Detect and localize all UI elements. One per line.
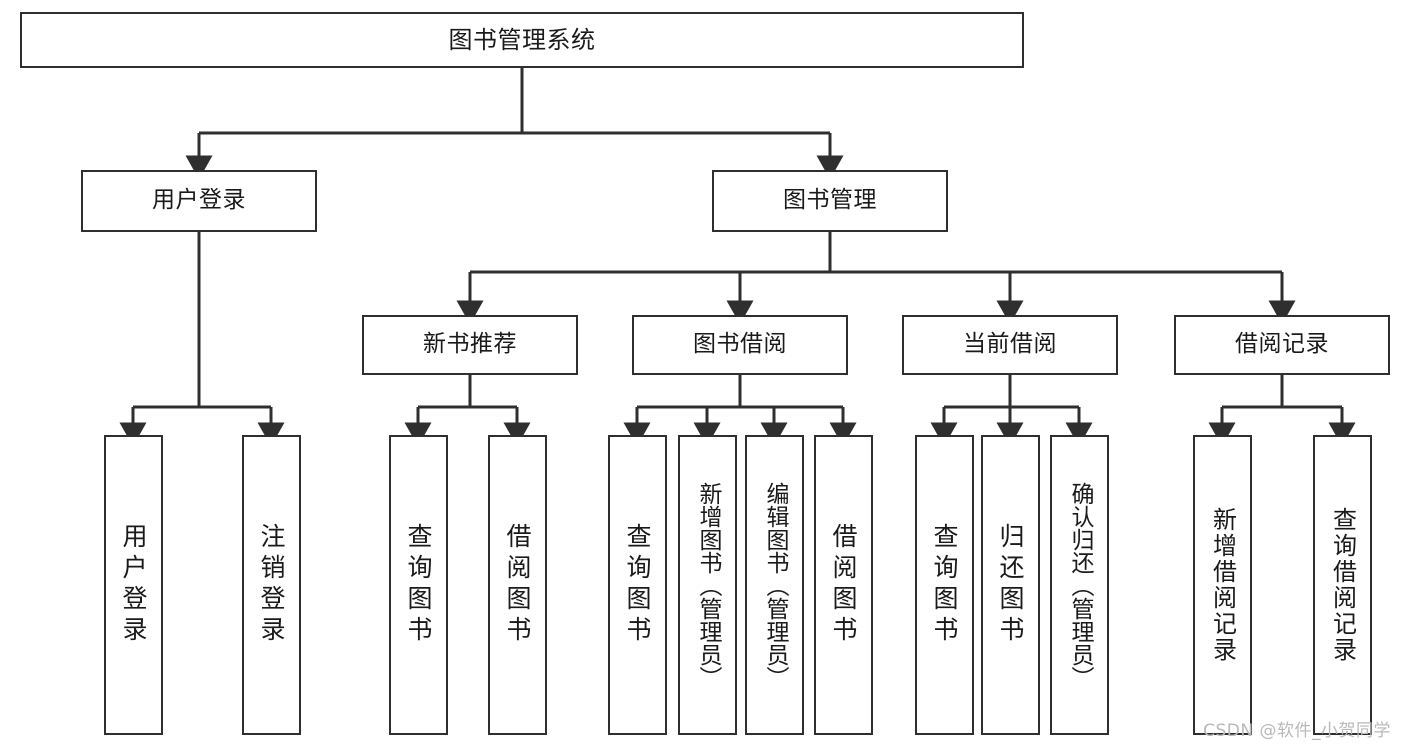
node-label: 图书管理: [783, 187, 877, 214]
node-label: 当前借阅: [963, 331, 1057, 358]
node-root-system[interactable]: 图书管理系统: [20, 12, 1024, 68]
leaf-borrow-book[interactable]: 借阅图书: [814, 435, 873, 735]
node-label: 图书借阅: [693, 331, 787, 358]
node-label: 用户登录: [119, 523, 148, 647]
leaf-query-book-recommend[interactable]: 查询图书: [389, 435, 448, 735]
node-current-borrow[interactable]: 当前借阅: [902, 315, 1118, 375]
node-label: 新增借阅记录: [1208, 507, 1237, 663]
node-label: 借阅图书: [829, 523, 858, 647]
leaf-query-book-current[interactable]: 查询图书: [915, 435, 974, 735]
leaf-query-book-borrow[interactable]: 查询图书: [608, 435, 667, 735]
node-label: 查询图书: [404, 523, 433, 647]
node-book-borrow[interactable]: 图书借阅: [632, 315, 848, 375]
node-label: 用户登录: [152, 187, 246, 214]
node-label: 编辑图书（管理员）: [762, 481, 788, 689]
node-label: 图书管理系统: [448, 25, 596, 54]
leaf-return-book[interactable]: 归还图书: [981, 435, 1040, 735]
node-book-manage[interactable]: 图书管理: [712, 170, 948, 232]
leaf-borrow-book-recommend[interactable]: 借阅图书: [488, 435, 547, 735]
leaf-add-borrow-record[interactable]: 新增借阅记录: [1193, 435, 1252, 735]
node-label: 借阅图书: [503, 523, 532, 647]
leaf-confirm-return[interactable]: 确认归还（管理员）: [1050, 435, 1109, 735]
leaf-user-login[interactable]: 用户登录: [104, 435, 163, 735]
node-label: 新增图书（管理员）: [695, 481, 721, 689]
node-label: 注销登录: [257, 523, 286, 647]
node-label: 确认归还（管理员）: [1067, 481, 1093, 689]
node-user-login[interactable]: 用户登录: [81, 170, 317, 232]
node-label: 借阅记录: [1235, 331, 1329, 358]
node-label: 查询借阅记录: [1328, 507, 1357, 663]
leaf-user-logout[interactable]: 注销登录: [242, 435, 301, 735]
node-label: 归还图书: [996, 523, 1025, 647]
leaf-edit-book[interactable]: 编辑图书（管理员）: [745, 435, 804, 735]
leaf-query-borrow-record[interactable]: 查询借阅记录: [1313, 435, 1372, 735]
leaf-add-book[interactable]: 新增图书（管理员）: [678, 435, 737, 735]
node-label: 查询图书: [623, 523, 652, 647]
node-label: 查询图书: [930, 523, 959, 647]
node-borrow-record[interactable]: 借阅记录: [1174, 315, 1390, 375]
watermark-credit: CSDN @软件_小贺同学: [1203, 721, 1391, 741]
node-label: 新书推荐: [423, 331, 517, 358]
node-new-book-recommend[interactable]: 新书推荐: [362, 315, 578, 375]
